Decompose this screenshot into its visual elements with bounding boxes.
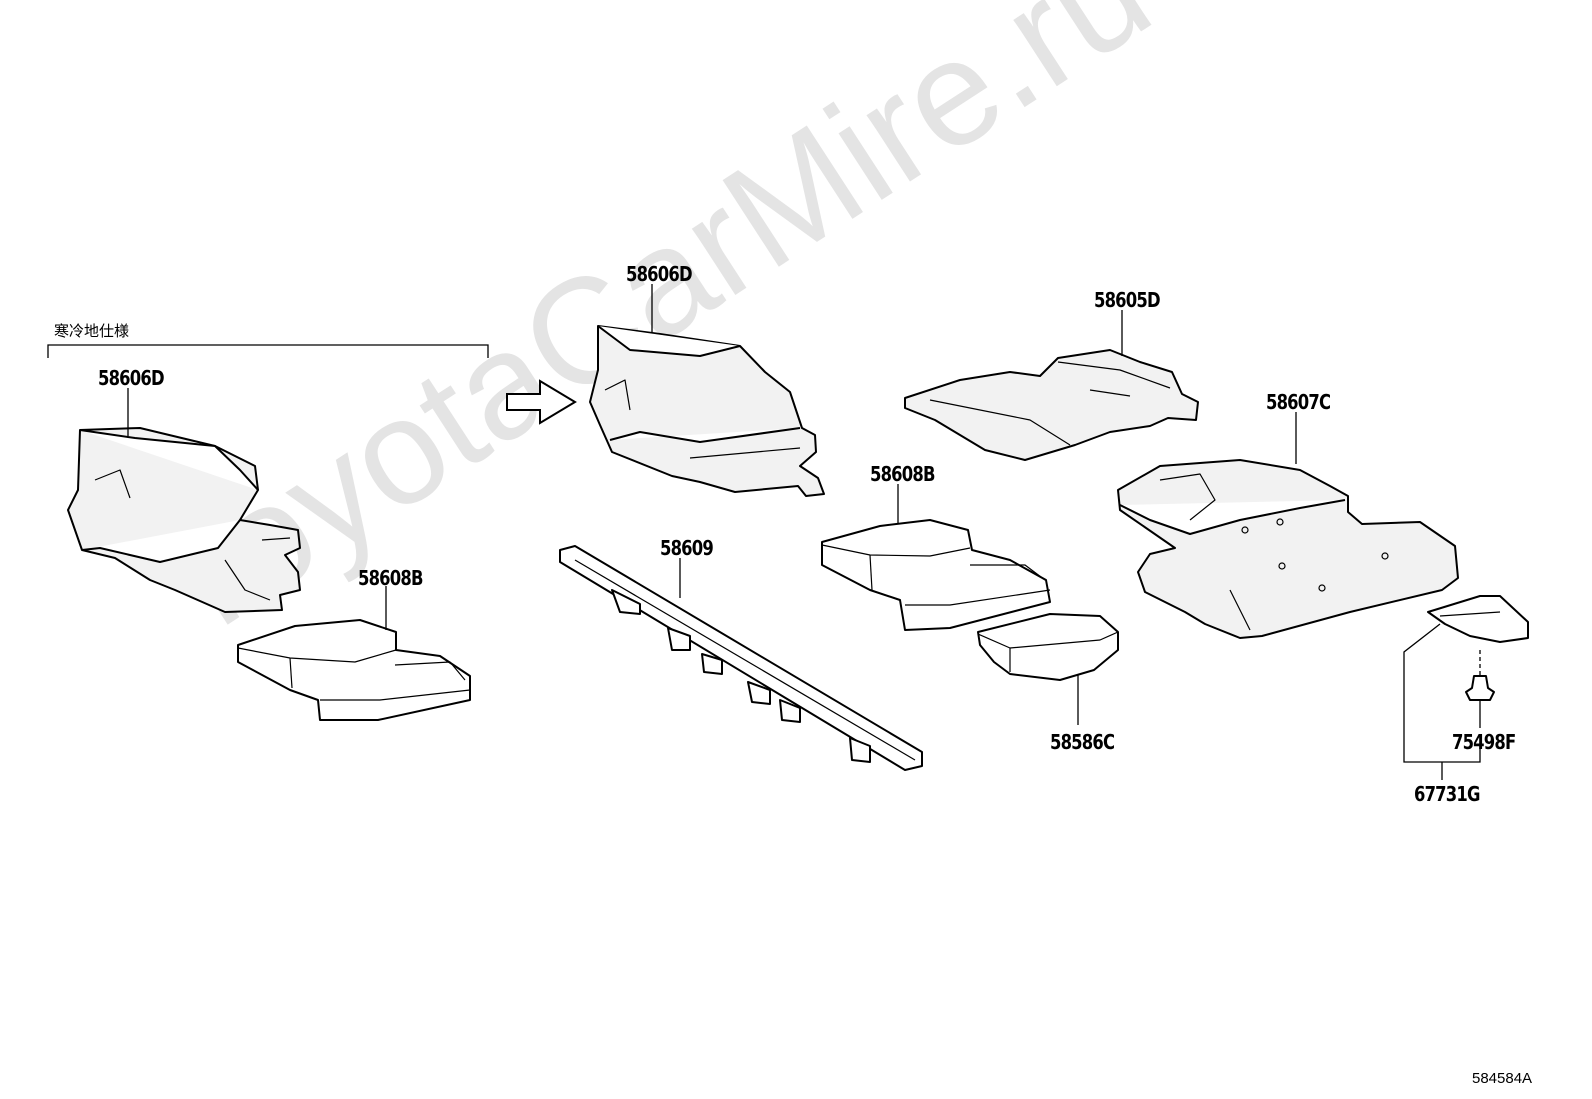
part-main-58608B bbox=[821, 519, 1051, 631]
callout-left-58608B: 58608B bbox=[358, 566, 423, 590]
part-main-58605D bbox=[904, 349, 1199, 461]
callout-main-58609: 58609 bbox=[660, 536, 714, 560]
part-main-58607C bbox=[1117, 459, 1459, 639]
part-main-58609 bbox=[559, 545, 923, 771]
callout-main-75498F: 75498F bbox=[1452, 730, 1516, 754]
callout-main-58586C: 58586C bbox=[1050, 730, 1115, 754]
part-main-75498F bbox=[1465, 675, 1495, 701]
part-left-58608B bbox=[237, 619, 471, 721]
right-arrow-icon bbox=[506, 379, 577, 425]
part-left-58606D bbox=[67, 427, 301, 613]
part-main-67731G bbox=[1427, 595, 1529, 643]
callout-main-67731G: 67731G bbox=[1414, 782, 1480, 806]
group-bracket bbox=[47, 344, 489, 358]
callout-main-58605D: 58605D bbox=[1094, 288, 1161, 312]
callout-main-58606D: 58606D bbox=[626, 262, 693, 286]
diagram-code: 584584A bbox=[1472, 1070, 1533, 1087]
part-main-58586C bbox=[977, 613, 1119, 681]
part-main-58606D bbox=[589, 325, 825, 497]
callout-main-58607C: 58607C bbox=[1266, 390, 1331, 414]
callout-main-58608B: 58608B bbox=[870, 462, 935, 486]
callout-left-58606D: 58606D bbox=[98, 366, 165, 390]
group-label: 寒冷地仕様 bbox=[54, 322, 130, 340]
